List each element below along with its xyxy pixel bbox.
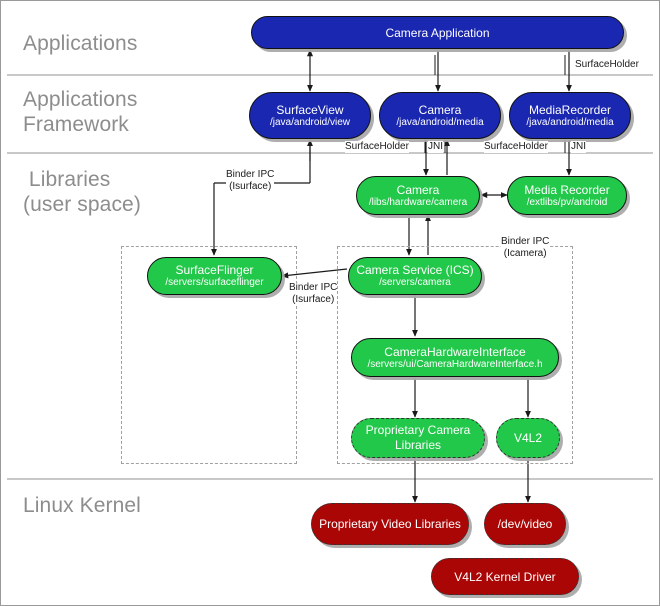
edge-label-binder-ipc-isurface-mid: Binder IPC (Isurface) (289, 282, 338, 306)
node-title: Proprietary Camera Libraries (365, 423, 471, 452)
node-title: Camera Application (385, 25, 490, 40)
node-camera-service[interactable]: Camera Service (ICS) /servers/camera (348, 257, 482, 295)
node-title: /dev/video (497, 517, 553, 531)
node-title: V4L2 (513, 431, 543, 445)
node-subtitle: /servers/camera (379, 277, 451, 288)
node-title: CameraHardwareInterface (384, 344, 526, 359)
node-title: Media Recorder (524, 182, 610, 197)
edge-label-jni-camera: JNI (428, 141, 443, 153)
section-label-libraries: Libraries (user space) (23, 168, 141, 216)
edge-label-surfaceholder-app: SurfaceHolder (575, 59, 639, 71)
node-surfaceflinger[interactable]: SurfaceFlinger /servers/surfaceflinger (147, 257, 282, 295)
node-title: Camera (418, 102, 462, 117)
node-media-recorder-native[interactable]: Media Recorder /extlibs/pv/android (507, 176, 627, 215)
node-proprietary-camera-libraries[interactable]: Proprietary Camera Libraries (351, 418, 485, 458)
group-camera-service-region (337, 246, 573, 464)
edge-label-surfaceholder-mediarecorder: SurfaceHolder (484, 141, 548, 153)
section-label-applications: Applications (23, 32, 138, 55)
node-dev-video[interactable]: /dev/video (484, 503, 566, 545)
node-subtitle: /servers/ui/CameraHardwareInterface.h (367, 358, 543, 370)
node-subtitle: /extlibs/pv/android (526, 196, 608, 208)
edge-label-binder-ipc-icamera: Binder IPC (Icamera) (501, 236, 550, 260)
node-title: SurfaceView (276, 102, 344, 117)
node-subtitle: /java/android/media (526, 116, 614, 128)
node-title: Camera Service (ICS) (356, 263, 474, 277)
node-surfaceview[interactable]: SurfaceView /java/android/view (249, 92, 371, 139)
edge-label-surfaceholder-camera: SurfaceHolder (345, 141, 409, 153)
node-v4l2-kernel-driver[interactable]: V4L2 Kernel Driver (431, 558, 579, 595)
edge-label-jni-mediarecorder: JNI (571, 141, 586, 153)
node-camera-application[interactable]: Camera Application (251, 16, 624, 49)
node-camera-native[interactable]: Camera /libs/hardware/camera (356, 176, 480, 215)
node-title: SurfaceFlinger (175, 263, 254, 277)
node-title: MediaRecorder (528, 102, 612, 117)
node-subtitle: /java/android/media (396, 116, 484, 128)
edge-label-binder-ipc-isurface-top: Binder IPC (Isurface) (226, 169, 275, 193)
section-label-applications-framework: Applications Framework (23, 88, 138, 136)
node-subtitle: /java/android/view (269, 116, 351, 128)
node-mediarecorder-java[interactable]: MediaRecorder /java/android/media (509, 92, 631, 139)
node-v4l2[interactable]: V4L2 (496, 418, 560, 458)
node-subtitle: /libs/hardware/camera (368, 196, 468, 208)
node-camera-java[interactable]: Camera /java/android/media (379, 92, 501, 139)
node-proprietary-video-libraries[interactable]: Proprietary Video Libraries (311, 503, 469, 545)
group-surfaceflinger-region (121, 246, 297, 464)
section-label-linux-kernel: Linux Kernel (23, 494, 141, 517)
node-title: Camera (396, 182, 440, 197)
node-title: Proprietary Video Libraries (319, 516, 461, 531)
node-camera-hardware-interface[interactable]: CameraHardwareInterface /servers/ui/Came… (351, 338, 559, 377)
node-title: V4L2 Kernel Driver (454, 569, 556, 584)
node-subtitle: /servers/surfaceflinger (165, 277, 264, 288)
